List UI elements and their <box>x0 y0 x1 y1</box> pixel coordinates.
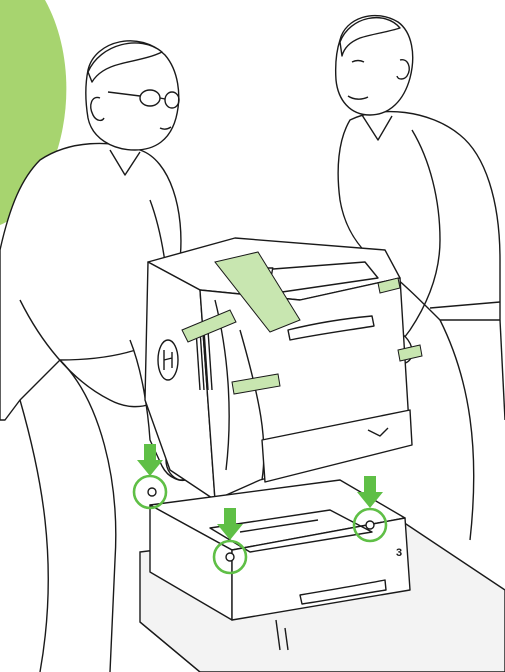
hp-logo-icon <box>158 340 178 380</box>
alignment-pin-right <box>366 521 374 529</box>
alignment-pin-left <box>148 488 156 496</box>
printer <box>145 238 412 500</box>
alignment-pin-center <box>226 553 234 561</box>
tray-number: 3 <box>396 547 402 559</box>
